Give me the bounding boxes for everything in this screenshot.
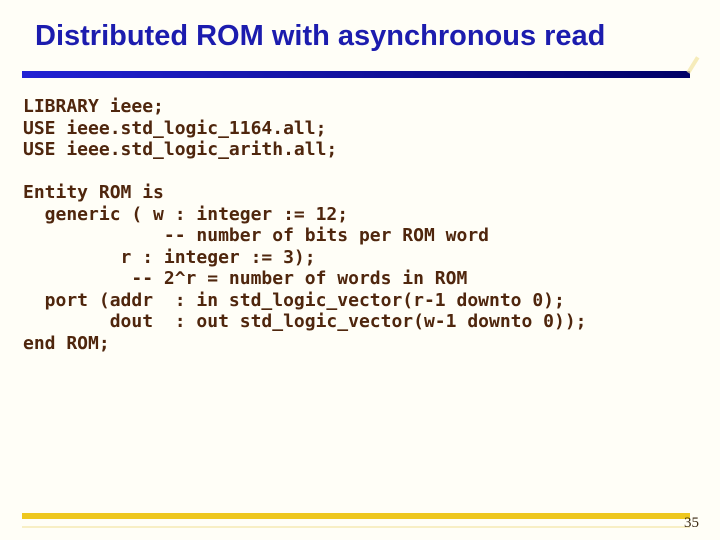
vhdl-code-block: LIBRARY ieee; USE ieee.std_logic_1164.al… — [23, 96, 587, 354]
footer-rule — [22, 513, 690, 519]
page-number: 35 — [684, 515, 699, 531]
title-rule-accent — [686, 56, 700, 74]
title-rule — [22, 71, 690, 78]
slide-title: Distributed ROM with asynchronous read — [35, 20, 606, 52]
footer-rule-thin — [22, 526, 690, 528]
